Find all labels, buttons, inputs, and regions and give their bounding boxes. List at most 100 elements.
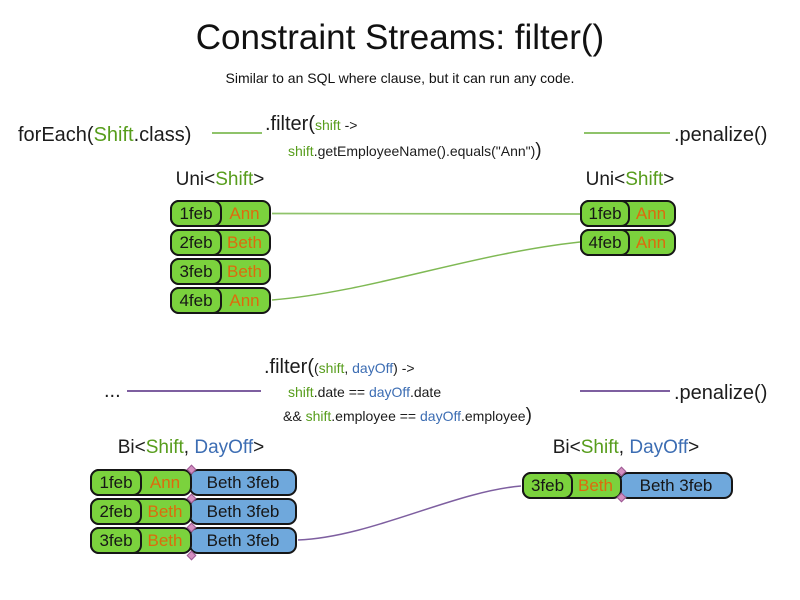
shift-type-ref: Shift [145, 437, 184, 458]
bi-row-3feb-beth-result: 3feb Beth Beth 3feb [522, 472, 733, 499]
uni-pre: Uni< [175, 169, 216, 190]
date-cell: 4feb [170, 287, 222, 314]
date-cell: 1feb [90, 469, 142, 496]
name-cell: Ann [149, 472, 181, 492]
penalize-label-1: .penalize() [674, 124, 768, 146]
date-cell: 2feb [170, 229, 222, 256]
filter-call: .filter( [265, 113, 315, 135]
bi-post: > [688, 437, 700, 458]
date-cell: 1feb [170, 200, 222, 227]
match-line-3feb-beth [297, 485, 522, 541]
lambda-param-shift: shift [288, 143, 314, 159]
date-field: .date [409, 384, 442, 400]
name-cell: Beth [578, 475, 613, 495]
bi-pre: Bi< [117, 437, 146, 458]
shift-row-4feb-ann: 4feb Ann [170, 287, 271, 314]
date-cell: 3feb [522, 472, 573, 499]
match-line-1feb-ann [271, 212, 581, 215]
bi-row-2feb-beth: 2feb Beth Beth 3feb [90, 498, 297, 525]
lambda-param-shift: shift [288, 384, 314, 400]
connector-foreach-to-filter [212, 132, 262, 134]
name-cell: Ann [635, 203, 667, 223]
type-separator: , [618, 437, 630, 458]
date-cell: 3feb [90, 527, 142, 554]
bi-row-3feb-beth: 3feb Beth Beth 3feb [90, 527, 297, 554]
lambda-param-shift: shift [305, 408, 332, 424]
lambda-param-shift: shift [318, 360, 345, 376]
shift-row-4feb-ann-result: 4feb Ann [580, 229, 676, 256]
lambda-arrow: ) -> [393, 360, 415, 376]
dayoff-fact: Beth 3feb [189, 469, 297, 496]
filter1-body: shift.getEmployeeName().equals("Ann")) [288, 141, 542, 161]
stream-ellipsis: ... [104, 380, 121, 402]
uni-shift-right-title: Uni<Shift> [560, 169, 700, 191]
lambda-param-dayoff: dayOff [368, 384, 410, 400]
bi-shift-dayoff-right-title: Bi<Shift, DayOff> [517, 437, 735, 459]
shift-row-1feb-ann-result: 1feb Ann [580, 200, 676, 227]
dayoff-type-ref: DayOff [194, 437, 254, 458]
lambda-arrow: -> [340, 117, 358, 133]
shift-fact: 2feb Beth [90, 498, 192, 525]
lambda-param-shift: shift [315, 117, 341, 133]
connector-filter-to-penalize [584, 132, 670, 134]
date-cell: 4feb [580, 229, 630, 256]
filter2-condition-2: && shift.employee == dayOff.employee) [283, 406, 532, 426]
employee-field: .employee [461, 408, 526, 424]
shift-type-ref: Shift [215, 169, 254, 190]
filter-close-paren: ) [535, 140, 542, 161]
shift-type-ref: Shift [580, 437, 619, 458]
name-cell: Ann [229, 203, 260, 223]
connector-filter2-to-penalize [580, 390, 670, 392]
dayoff-fact: Beth 3feb [189, 498, 297, 525]
uni-pre: Uni< [585, 169, 626, 190]
filter-call: .filter( [264, 356, 314, 378]
shift-row-1feb-ann: 1feb Ann [170, 200, 271, 227]
match-line-4feb-ann [271, 241, 581, 301]
uni-shift-left-title: Uni<Shift> [150, 169, 290, 191]
penalize-label-2: .penalize() [674, 382, 768, 404]
tuple-open-paren: ( [314, 360, 319, 376]
filter1-signature: .filter(shift -> [265, 113, 357, 136]
filter2-condition-1: shift.date == dayOff.date [288, 384, 441, 400]
name-cell: Beth [147, 501, 183, 521]
shift-row-2feb-beth: 2feb Beth [170, 229, 271, 256]
and-operator: && [283, 408, 306, 424]
date-cell: 3feb [170, 258, 222, 285]
param-separator: , [344, 360, 353, 376]
name-cell: Beth [147, 530, 183, 550]
class-literal: .class) [133, 124, 192, 146]
bi-shift-dayoff-left-title: Bi<Shift, DayOff> [86, 437, 296, 459]
name-cell: Beth [227, 261, 262, 281]
foreach-expression: forEach(Shift.class) [18, 124, 191, 146]
dayoff-fact: Beth 3feb [619, 472, 733, 499]
shift-fact: 3feb Beth [90, 527, 192, 554]
foreach-call: forEach( [18, 124, 94, 146]
date-cell: 1feb [580, 200, 630, 227]
name-cell: Ann [229, 290, 260, 310]
page-title: Constraint Streams: filter() [195, 18, 605, 57]
employee-equality: .employee == [331, 408, 420, 424]
dayoff-fact: Beth 3feb [189, 527, 297, 554]
date-cell: 2feb [90, 498, 142, 525]
name-cell: Ann [635, 232, 667, 252]
connector-ellipsis-to-filter [127, 390, 261, 392]
bi-pre: Bi< [552, 437, 581, 458]
type-separator: , [183, 437, 195, 458]
shift-type-ref: Shift [93, 124, 134, 146]
filter1-predicate: .getEmployeeName().equals("Ann") [313, 143, 536, 159]
lambda-param-dayoff: dayOff [352, 360, 394, 376]
filter2-signature: .filter((shift, dayOff) -> [264, 356, 415, 379]
shift-row-3feb-beth: 3feb Beth [170, 258, 271, 285]
shift-type-ref: Shift [625, 169, 664, 190]
shift-fact: 1feb Ann [90, 469, 192, 496]
date-equality: .date == [313, 384, 369, 400]
lambda-param-dayoff: dayOff [420, 408, 461, 424]
filter-close-paren: ) [525, 405, 532, 426]
dayoff-type-ref: DayOff [629, 437, 689, 458]
bi-row-1feb-ann: 1feb Ann Beth 3feb [90, 469, 297, 496]
bi-post: > [253, 437, 265, 458]
name-cell: Beth [227, 232, 262, 252]
uni-post: > [663, 169, 675, 190]
